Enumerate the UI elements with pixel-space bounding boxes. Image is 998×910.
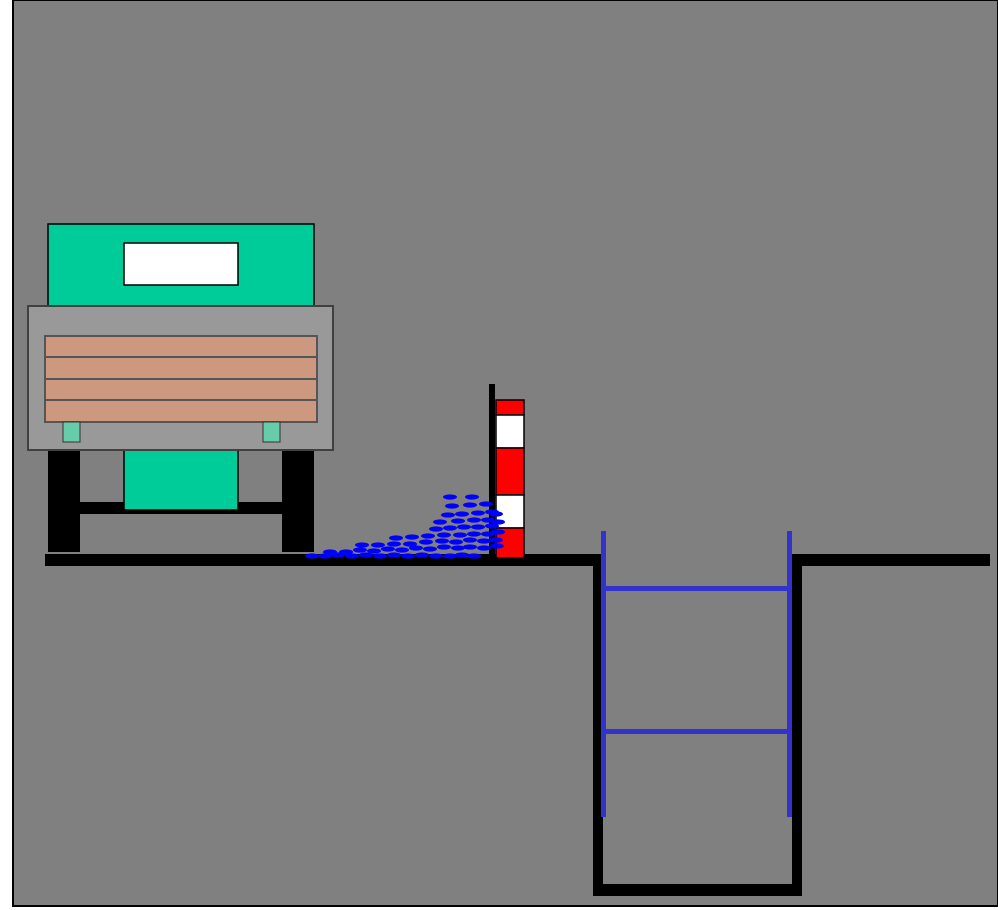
spill-pellet: [339, 549, 353, 555]
spill-pellet: [451, 545, 465, 551]
spill-pellet: [457, 524, 471, 530]
spill-pellet: [443, 553, 457, 559]
pole-black-edge: [489, 384, 495, 558]
spill-pellet: [471, 524, 485, 530]
ladder-left-rail: [601, 531, 606, 817]
ladder: [601, 531, 792, 817]
spill-pellet: [467, 517, 481, 523]
pit-right-wall: [792, 556, 802, 894]
spill-pellet: [485, 523, 499, 529]
spill-pellet: [441, 512, 455, 518]
truck-right-light: [262, 421, 281, 443]
spill-pellet: [477, 538, 491, 544]
spill-pellet: [345, 553, 359, 559]
spill-pellet: [443, 525, 457, 531]
spill-pellet: [463, 544, 477, 550]
truck-cab-window: [123, 242, 239, 286]
spill-pellet: [421, 533, 435, 539]
spill-pellet: [453, 532, 467, 538]
spill-pellet: [371, 542, 385, 548]
spill-pellet: [467, 531, 481, 537]
spill-pellet: [449, 539, 463, 545]
spill-pellet: [323, 549, 337, 555]
spill-pellet: [467, 553, 481, 559]
truck: [27, 223, 334, 552]
spill-pellet: [489, 537, 503, 543]
spill-pellet: [455, 552, 469, 558]
pole-segment-red: [495, 447, 525, 496]
spill-pellet: [305, 553, 319, 559]
spill-pellet: [455, 511, 469, 517]
ladder-rung: [606, 729, 787, 734]
truck-left-light: [62, 421, 81, 443]
spill-pellet: [359, 552, 373, 558]
ground: [45, 554, 990, 896]
spill-pellet: [491, 529, 505, 535]
spill-pellet: [423, 546, 437, 552]
spill-pellet: [463, 502, 477, 508]
spill-pellet: [429, 553, 443, 559]
spill-pellet: [355, 542, 369, 548]
spill-pellet: [387, 552, 401, 558]
spill-pellet: [490, 543, 504, 549]
pole-segment-red: [495, 399, 525, 416]
spill-pellet: [405, 534, 419, 540]
spill-pellet: [401, 553, 415, 559]
spill-pellet: [445, 503, 459, 509]
spill-pellet: [433, 519, 447, 525]
ground-right: [792, 554, 990, 566]
spill-pellet: [477, 545, 491, 551]
spill-pellet: [435, 538, 449, 544]
spill-pellet: [318, 553, 332, 559]
spill-pellet: [389, 535, 403, 541]
spill-pellet: [395, 547, 409, 553]
spill-pellet: [437, 532, 451, 538]
spill-pellet: [489, 511, 503, 517]
spill-pellet: [465, 494, 479, 500]
pole-segment-white: [495, 414, 525, 449]
truck-chassis: [123, 447, 239, 511]
truck-right-wheel: [282, 448, 314, 552]
spill-pellet: [479, 501, 493, 507]
spill-pellet: [451, 518, 465, 524]
spilled-pellets: [305, 494, 505, 559]
spill-pellet: [491, 519, 505, 525]
spill-pellet: [463, 537, 477, 543]
pit-left-wall: [593, 556, 603, 894]
pit-floor: [593, 884, 802, 896]
ladder-rung: [606, 586, 787, 591]
spill-pellet: [429, 526, 443, 532]
spill-pellet: [443, 494, 457, 500]
spill-pellet: [367, 548, 381, 554]
spill-pellet: [419, 539, 433, 545]
spill-pellet: [409, 545, 423, 551]
truck-left-wheel: [48, 448, 80, 552]
spill-pellet: [353, 547, 367, 553]
spill-pellet: [373, 553, 387, 559]
spill-pellet: [381, 546, 395, 552]
spill-pellet: [437, 544, 451, 550]
spill-pellet: [387, 541, 401, 547]
spill-pellet: [471, 510, 485, 516]
spill-pellet: [415, 552, 429, 558]
ladder-right-rail: [787, 531, 792, 817]
spill-pellet: [403, 541, 417, 547]
